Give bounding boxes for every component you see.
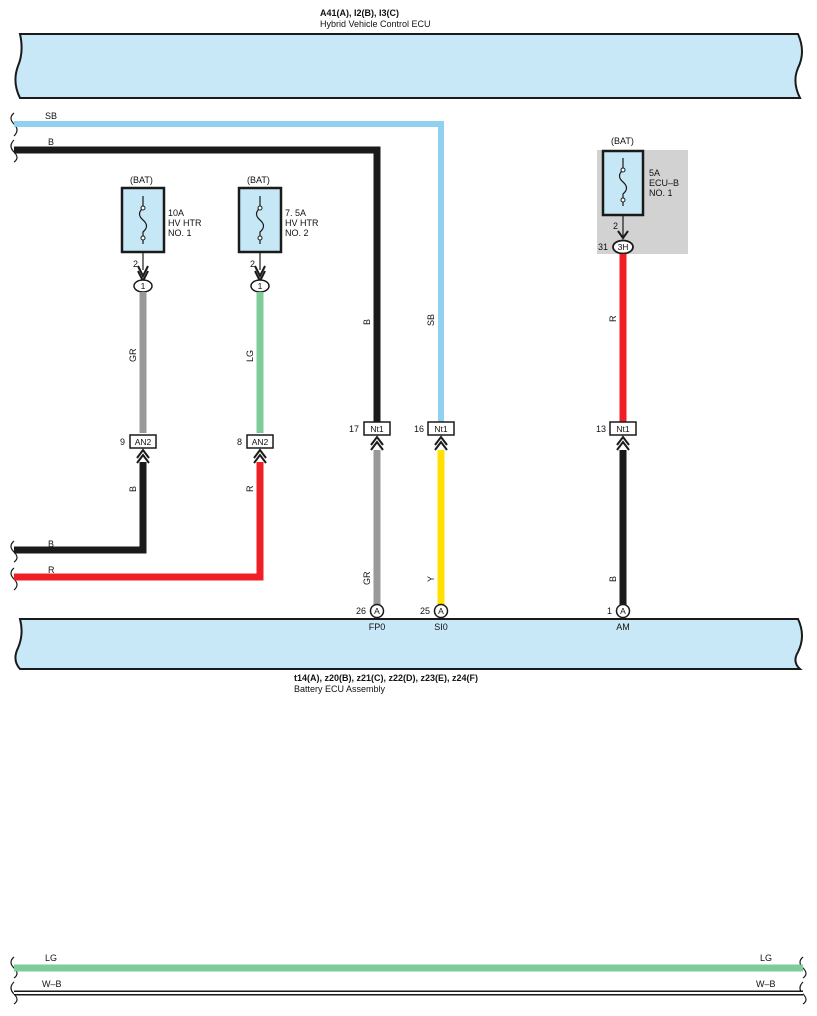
fuse3-pin2: 31 xyxy=(598,242,608,252)
w2-connector: AN2 xyxy=(252,437,269,447)
w4-ecu-pin: 25 xyxy=(420,606,430,616)
fuse2-bat: (BAT) xyxy=(247,175,270,185)
fuse3-rating: 5A xyxy=(649,168,660,178)
bottom-wb-right-label: W–B xyxy=(756,979,776,989)
top-ecu-connectors: A41(A), I2(B), I3(C) xyxy=(320,8,399,18)
w3-lower-label: GR xyxy=(362,571,372,585)
fuse3-line2: NO. 1 xyxy=(649,188,673,198)
bottom-wb-left-label: W–B xyxy=(42,979,62,989)
w5-pin: 13 xyxy=(596,424,606,434)
w5-ecu-conn: A xyxy=(620,606,626,616)
fuse3-pin: 2 xyxy=(613,221,618,231)
w3-pin: 17 xyxy=(349,424,359,434)
fuse1-pin: 2 xyxy=(133,259,138,269)
fuse2-line1: HV HTR xyxy=(285,218,319,228)
fuse1-rating: 10A xyxy=(168,208,184,218)
wire-b-label: B xyxy=(48,137,54,147)
bottom-ecu-box xyxy=(14,618,803,670)
fuse1-line1: HV HTR xyxy=(168,218,202,228)
wire-r-b-am: R Nt1 13 B A 1 AM xyxy=(596,254,637,632)
hybrid-vehicle-control-ecu: A41(A), I2(B), I3(C) Hybrid Vehicle Cont… xyxy=(14,8,803,99)
left-b-bottom-label: B xyxy=(48,539,54,549)
fuse3-junction: 3H xyxy=(618,242,629,252)
bottom-ecu-name: Battery ECU Assembly xyxy=(294,684,386,694)
fuse1-bat: (BAT) xyxy=(130,175,153,185)
w2-upper-label: LG xyxy=(245,350,255,362)
terminal-fp0: FP0 xyxy=(369,622,386,632)
w4-pin: 16 xyxy=(414,424,424,434)
left-break-markers xyxy=(10,112,18,591)
w2-pin: 8 xyxy=(237,437,242,447)
wire-gr-b-circuit: GR AN2 9 B B xyxy=(14,292,157,554)
top-ecu-name: Hybrid Vehicle Control ECU xyxy=(320,19,431,29)
fuse2-line2: NO. 2 xyxy=(285,228,309,238)
w5-ecu-pin: 1 xyxy=(607,606,612,616)
fuse2-pin: 2 xyxy=(250,259,255,269)
fuse3-line1: ECU–B xyxy=(649,178,679,188)
wire-sb-y-si0: SB Nt1 16 Y A 25 SI0 xyxy=(414,314,455,632)
w4-ecu-conn: A xyxy=(438,606,444,616)
w1-pin: 9 xyxy=(120,437,125,447)
w4-upper-label: SB xyxy=(426,314,436,326)
w3-ecu-conn: A xyxy=(374,606,380,616)
w4-connector: Nt1 xyxy=(434,424,448,434)
fuse1-line2: NO. 1 xyxy=(168,228,192,238)
w3-ecu-pin: 26 xyxy=(356,606,366,616)
terminal-am: AM xyxy=(616,622,630,632)
w3-upper-label: B xyxy=(362,319,372,325)
fuse1-junction: 1 xyxy=(141,281,146,291)
fuse-hv-htr-1: (BAT) 10A HV HTR NO. 1 2 1 xyxy=(120,175,202,293)
wire-lg-r-circuit: LG AN2 8 R R xyxy=(14,292,274,581)
fuse3-bat: (BAT) xyxy=(611,136,634,146)
wire-sb-top: SB xyxy=(14,111,444,422)
terminal-si0: SI0 xyxy=(434,622,448,632)
bottom-ecu-connectors: t14(A), z20(B), z21(C), z22(D), z23(E), … xyxy=(294,673,478,683)
wire-b-gr-fp0: B Nt1 17 GR A 26 FP0 xyxy=(349,319,391,632)
bottom-lg-left-label: LG xyxy=(45,953,57,963)
top-ecu-box xyxy=(14,33,803,99)
w5-connector: Nt1 xyxy=(616,424,630,434)
fuse2-junction: 1 xyxy=(258,281,263,291)
w3-connector: Nt1 xyxy=(370,424,384,434)
w2-lower-label: R xyxy=(245,485,255,492)
w4-lower-label: Y xyxy=(426,576,436,582)
fuse2-rating: 7. 5A xyxy=(285,208,306,218)
fuse-ecu-b-1: (BAT) 5A ECU–B NO. 1 2 3H 31 xyxy=(597,136,688,255)
wire-sb-label: SB xyxy=(45,111,57,121)
w1-upper-label: GR xyxy=(128,348,138,362)
bottom-wires: LG LG W–B W–B xyxy=(10,953,807,1005)
wire-b-top: B xyxy=(14,137,381,422)
fuse-hv-htr-2: (BAT) 7. 5A HV HTR NO. 2 2 1 xyxy=(237,175,319,293)
w1-lower-label: B xyxy=(128,486,138,492)
w1-connector: AN2 xyxy=(135,437,152,447)
w5-lower-label: B xyxy=(608,576,618,582)
bottom-lg-right-label: LG xyxy=(760,953,772,963)
battery-ecu-assembly: t14(A), z20(B), z21(C), z22(D), z23(E), … xyxy=(14,618,803,694)
w5-upper-label: R xyxy=(608,315,618,322)
left-r-bottom-label: R xyxy=(48,565,55,575)
